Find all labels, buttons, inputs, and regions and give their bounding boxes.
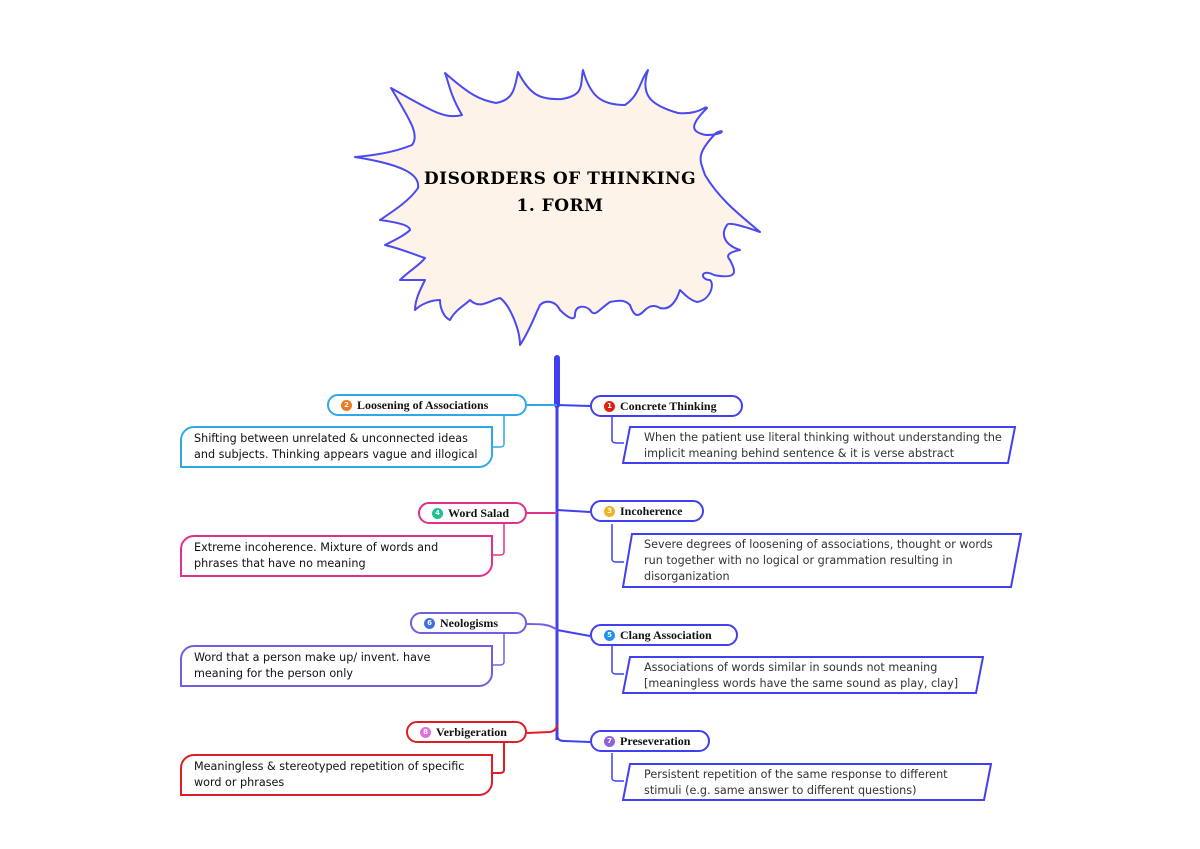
note-text: Persistent repetition of the same respon… <box>644 768 948 797</box>
note-preseveration: Persistent repetition of the same respon… <box>622 763 992 801</box>
topic-concrete-thinking[interactable]: 1 Concrete Thinking <box>590 395 743 417</box>
number-7-badge-icon: 7 <box>604 735 615 747</box>
topic-neologisms[interactable]: 6 Neologisms <box>410 612 527 634</box>
note-text: Severe degrees of loosening of associati… <box>644 538 993 583</box>
topic-word-salad[interactable]: 4 Word Salad <box>418 502 527 524</box>
topic-label: Loosening of Associations <box>357 397 489 412</box>
note-incoherence: Severe degrees of loosening of associati… <box>622 533 1022 588</box>
topic-label: Concrete Thinking <box>620 398 717 413</box>
number-2-badge-icon: 2 <box>341 399 352 411</box>
topic-label: Incoherence <box>620 503 683 518</box>
note-word-salad: Extreme incoherence. Mixture of words an… <box>180 535 493 577</box>
note-text: Word that a person make up/ invent. have… <box>194 651 431 680</box>
number-4-badge-icon: 4 <box>432 507 443 519</box>
note-text: When the patient use literal thinking wi… <box>644 431 1002 460</box>
note-text: Extreme incoherence. Mixture of words an… <box>194 541 439 570</box>
central-title: Disorders of Thinking 1. Form <box>400 166 720 220</box>
note-text: Shifting between unrelated & unconnected… <box>194 432 478 461</box>
note-clang-association: Associations of words similar in sounds … <box>622 656 984 694</box>
topic-label: Word Salad <box>448 505 510 520</box>
topic-preseveration[interactable]: 7 Preseveration <box>590 730 710 752</box>
starburst-shape <box>354 69 761 346</box>
topic-label: Preseveration <box>620 733 691 748</box>
note-neologisms: Word that a person make up/ invent. have… <box>180 645 493 687</box>
number-6-badge-icon: 6 <box>424 617 435 629</box>
topic-loosening-of-associations[interactable]: 2 Loosening of Associations <box>327 394 527 416</box>
number-8-badge-icon: 8 <box>420 726 431 738</box>
topic-label: Neologisms <box>440 615 498 630</box>
topic-verbigeration[interactable]: 8 Verbigeration <box>406 721 527 743</box>
number-1-badge-icon: 1 <box>604 400 615 412</box>
topic-label: Clang Association <box>620 627 712 642</box>
note-text: Meaningless & stereotyped repetition of … <box>194 760 465 789</box>
title-line-2: 1. Form <box>516 196 604 216</box>
topic-label: Verbigeration <box>436 724 507 739</box>
number-3-badge-icon: 3 <box>604 505 615 517</box>
note-loosening-of-associations: Shifting between unrelated & unconnected… <box>180 426 493 468</box>
note-concrete-thinking: When the patient use literal thinking wi… <box>622 426 1016 464</box>
title-line-1: Disorders of Thinking <box>423 169 697 189</box>
note-verbigeration: Meaningless & stereotyped repetition of … <box>180 754 493 796</box>
topic-clang-association[interactable]: 5 Clang Association <box>590 624 738 646</box>
number-5-badge-icon: 5 <box>604 629 615 641</box>
topic-incoherence[interactable]: 3 Incoherence <box>590 500 704 522</box>
note-text: Associations of words similar in sounds … <box>644 661 959 690</box>
